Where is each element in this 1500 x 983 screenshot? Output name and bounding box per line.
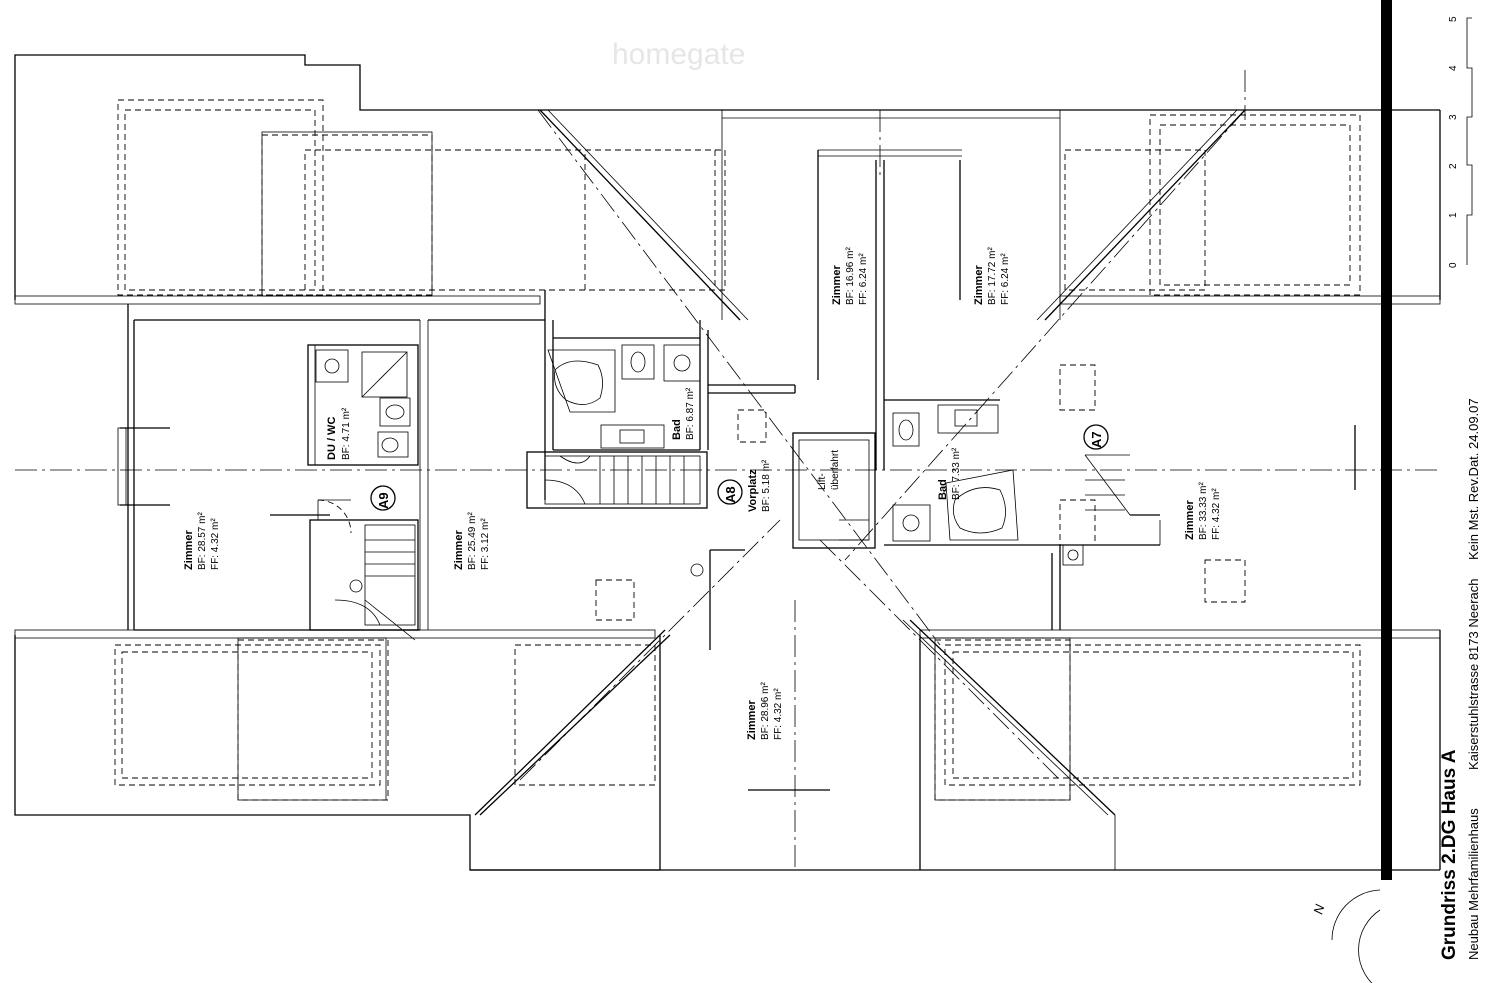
skylight-frames (237, 131, 1071, 801)
room-name: Lift- (817, 473, 828, 490)
room-ff: FF: 6.24 m² (858, 253, 869, 305)
room-zimmer-a8-top: Zimmer BF: 16.96 m² FF: 6.24 m² (831, 247, 869, 305)
scale-tick-0: 0 (1448, 262, 1459, 268)
room-bf: BF: 7.33 m² (951, 447, 962, 500)
scale-tick-2: 2 (1448, 163, 1459, 169)
title-line1-left: Neubau Mehrfamilienhaus (1466, 808, 1481, 960)
room-name: Zimmer (746, 700, 758, 740)
scale-tick-5: 5 (1448, 16, 1459, 22)
room-name: Zimmer (973, 265, 985, 305)
unit-marker-a7: A7 (1083, 424, 1109, 450)
room-name: Zimmer (183, 530, 195, 570)
room-name: Zimmer (1184, 500, 1196, 540)
room-bf: BF: 28.57 m² (197, 512, 208, 570)
room-ff: FF: 6.24 m² (1000, 253, 1011, 305)
room-name: DU / WC (326, 417, 338, 460)
roof-outline-dashed (114, 99, 1361, 801)
room-zimmer-a9-right: Zimmer BF: 25.49 m² FF: 3.12 m² (453, 512, 491, 570)
room-bf: BF: 28.96 m² (760, 682, 771, 740)
axis-lines (15, 70, 1440, 870)
room-name: Bad (671, 419, 683, 440)
room-bf: BF: 17.72 m² (987, 247, 998, 305)
room-zimmer-a8-bottom: Zimmer BF: 28.96 m² FF: 4.32 m² (746, 682, 784, 740)
interior-walls (117, 149, 1356, 791)
room-bf: BF: 33.33 m² (1198, 482, 1209, 540)
door-swings (317, 499, 352, 534)
scale-tick-3: 3 (1448, 114, 1459, 120)
room-bad-a7: Bad BF: 7.33 m² (937, 447, 962, 500)
scale-bar: 0 1 2 3 4 5 (1448, 16, 1473, 268)
room-ff: FF: 4.32 m² (1211, 488, 1222, 540)
room-name: Vorplatz (747, 469, 759, 512)
unit-marker-a9: A9 (370, 485, 396, 511)
room-bad-a8: Bad BF: 6.87 m² (671, 387, 696, 440)
title-line1-right: Kaiserstuhlstrasse 8173 Neerach (1466, 579, 1481, 771)
room-vorplatz: Vorplatz BF: 5.18 m² (747, 459, 772, 512)
room-ff: FF: 4.32 m² (210, 518, 221, 570)
room-bf: BF: 5.18 m² (761, 459, 772, 512)
title-block: Grundriss 2.DG Haus A Neubau Mehrfamilie… (1439, 398, 1481, 960)
stair-treads (334, 454, 1131, 641)
title-line2: Kein Mst. Rev.Dat. 24.09.07 (1466, 398, 1481, 560)
room-name: Zimmer (831, 265, 843, 305)
north-arrow: N (1310, 889, 1381, 983)
room-lift: Lift- überfahrt (817, 450, 841, 490)
unit-label: A8 (723, 486, 738, 503)
north-label: N (1310, 902, 1327, 916)
room-bf: BF: 16.96 m² (845, 247, 856, 305)
exterior-walls (14, 54, 1441, 871)
room-zimmer-a7-right: Zimmer BF: 33.33 m² FF: 4.32 m² (1184, 482, 1222, 540)
room-zimmer-a7-top: Zimmer BF: 17.72 m² FF: 6.24 m² (973, 247, 1011, 305)
scale-tick-1: 1 (1448, 212, 1459, 218)
watermark-text: homegate (612, 38, 745, 71)
scale-tick-4: 4 (1448, 65, 1459, 71)
room-name: Bad (937, 479, 949, 500)
unit-marker-a8: A8 (717, 479, 743, 505)
title-bar (1381, 0, 1392, 880)
unit-label: A9 (376, 492, 391, 509)
room-du-wc: DU / WC BF: 4.71 m² (326, 407, 352, 460)
room-bf: BF: 4.71 m² (341, 407, 352, 460)
room-ff: FF: 4.32 m² (773, 688, 784, 740)
room-bf: überfahrt (830, 450, 841, 490)
room-ff: FF: 3.12 m² (480, 518, 491, 570)
room-name: Zimmer (453, 530, 465, 570)
room-bf: BF: 25.49 m² (467, 512, 478, 570)
room-zimmer-a9-left: Zimmer BF: 28.57 m² FF: 4.32 m² (183, 512, 221, 570)
title-main: Grundriss 2.DG Haus A (1439, 749, 1460, 960)
room-bf: BF: 6.87 m² (685, 387, 696, 440)
unit-label: A7 (1089, 431, 1104, 448)
sanitary-fixtures (315, 344, 1084, 593)
